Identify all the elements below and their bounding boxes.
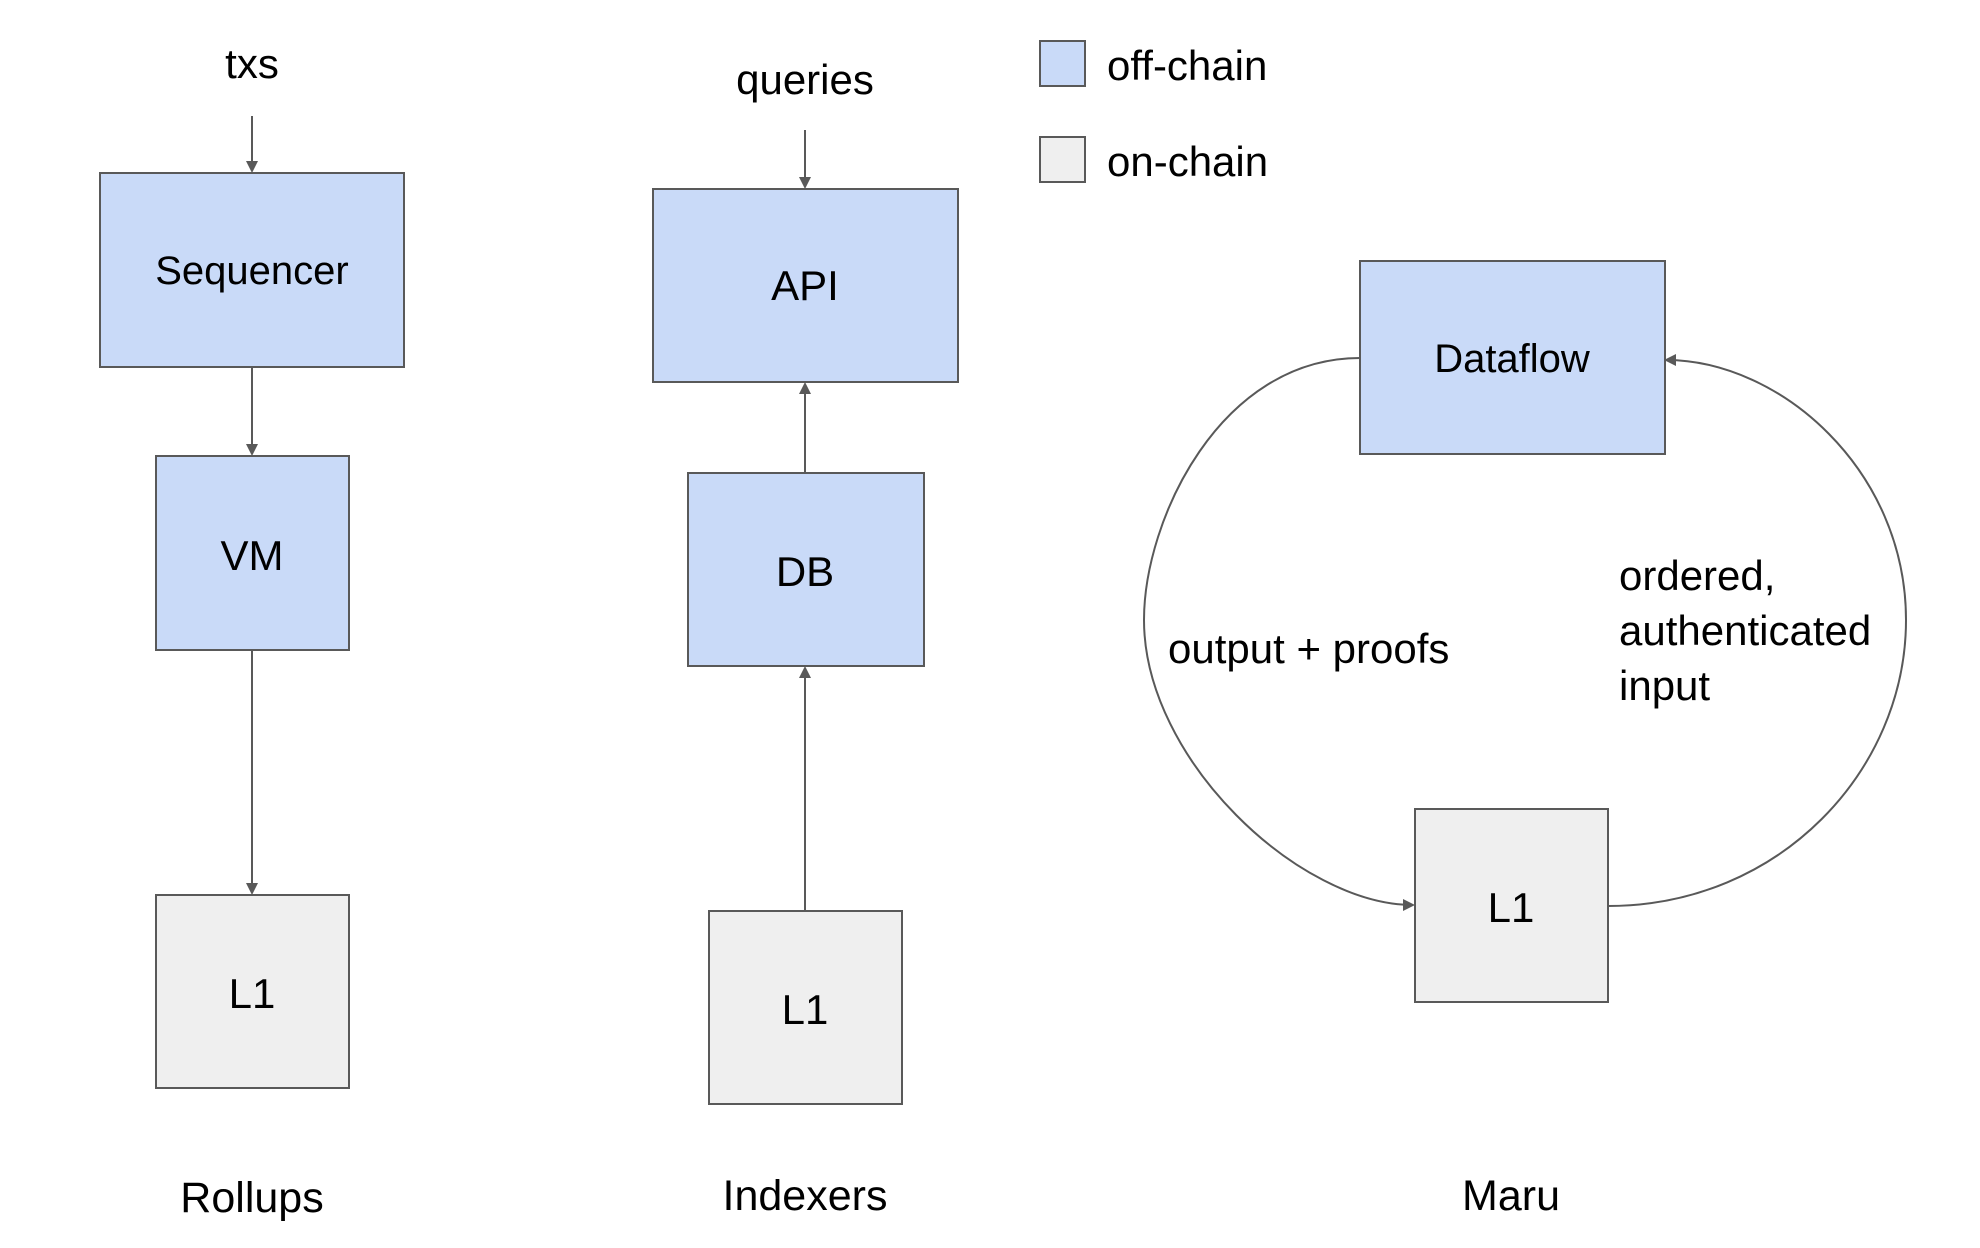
db-label: DB [776,548,834,595]
api-label: API [771,262,839,309]
authenticated-input-line-2: authenticated [1619,607,1871,654]
maru-column: Dataflow L1 output + proofs ordered, aut… [1142,260,1908,1220]
legend-on-chain-label: on-chain [1107,138,1268,185]
indexers-l1-node [708,910,903,1105]
rollups-title: Rollups [180,1174,323,1222]
indexers-column: queries API DB L1 Indexers [652,56,959,1220]
db-node [687,472,925,667]
sequencer-label: Sequencer [155,249,348,293]
vm-node [155,455,350,651]
rollups-input-label: txs [225,40,279,87]
maru-title: Maru [1462,1172,1560,1220]
dataflow-node [1359,260,1666,455]
maru-l1-node [1414,808,1609,1003]
rollups-column: txs Sequencer VM L1 Rollups [99,40,405,1222]
indexers-l1-label: L1 [782,986,829,1033]
output-proofs-label: output + proofs [1168,625,1449,672]
indexers-input-label: queries [736,56,874,103]
authenticated-input-line-3: input [1619,662,1710,709]
dataflow-to-l1-curve [1142,357,1415,911]
authenticated-input-line-1: ordered, [1619,552,1775,599]
api-node [652,188,959,383]
maru-l1-label: L1 [1488,884,1535,931]
legend-off-chain-swatch [1039,40,1086,87]
l1-to-dataflow-curve [1607,354,1908,907]
legend: off-chain on-chain [1039,40,1268,185]
vm-label: VM [221,532,284,579]
dataflow-label: Dataflow [1434,337,1590,381]
legend-on-chain-swatch [1039,136,1086,183]
legend-off-chain-label: off-chain [1107,42,1267,89]
rollups-l1-label: L1 [229,970,276,1017]
rollups-l1-node [155,894,350,1089]
authenticated-input-label: ordered, authenticated input [1619,552,1883,709]
indexers-title: Indexers [723,1172,888,1220]
